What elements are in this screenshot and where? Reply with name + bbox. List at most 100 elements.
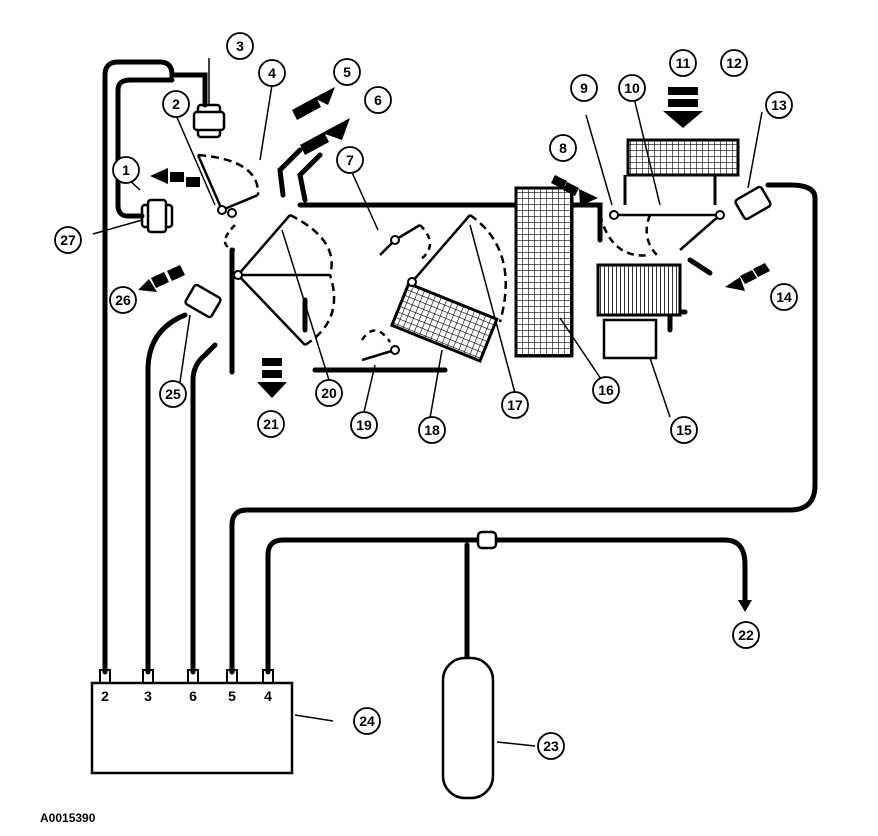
- callout-circle: [54, 226, 82, 254]
- evaporator-core: [596, 263, 682, 360]
- callout-number: 14: [776, 289, 792, 305]
- callout-circle: [669, 49, 697, 77]
- callout-22: 22: [732, 621, 760, 649]
- heater-core: [514, 186, 574, 358]
- callout-number: 10: [624, 80, 640, 96]
- callout-9: 9: [570, 74, 598, 102]
- filter-duct: [623, 175, 717, 205]
- port-label-6: 6: [189, 688, 197, 704]
- callout-number: 1: [122, 162, 130, 178]
- callout-3: 3: [226, 32, 254, 60]
- vacuum-actuators: [140, 103, 772, 319]
- callout-circle: [226, 32, 254, 60]
- callout-number: 20: [321, 385, 337, 401]
- callout-17: 17: [501, 391, 529, 419]
- callout-circle: [364, 86, 392, 114]
- callout-circle: [670, 416, 698, 444]
- callout-18: 18: [418, 416, 446, 444]
- callout-14: 14: [770, 283, 798, 311]
- doors: [196, 153, 721, 362]
- callout-8: 8: [549, 134, 577, 162]
- port-label-5: 5: [228, 688, 236, 704]
- callout-circle: [592, 376, 620, 404]
- callout-number: 5: [343, 64, 351, 80]
- port-label-2: 2: [101, 688, 109, 704]
- callout-1: 1: [112, 156, 140, 184]
- callout-25: 25: [159, 380, 187, 408]
- callout-number: 13: [771, 97, 787, 113]
- callout-number: 4: [268, 65, 276, 81]
- recirc-filter: [626, 138, 740, 177]
- callout-number: 9: [580, 80, 588, 96]
- callout-circle: [336, 146, 364, 174]
- callout-23: 23: [537, 732, 565, 760]
- callout-number: 21: [263, 416, 279, 432]
- callout-circle: [353, 707, 381, 735]
- callout-circle: [258, 59, 286, 87]
- control-unit: [90, 681, 294, 775]
- port-nipples: [99, 669, 274, 683]
- callout-circle: [537, 732, 565, 760]
- callout-number: 16: [598, 382, 614, 398]
- callout-circle: [618, 74, 646, 102]
- callout-circle: [109, 286, 137, 314]
- leader-lines: [92, 58, 763, 747]
- callout-number: 12: [726, 55, 742, 71]
- callout-circle: [418, 416, 446, 444]
- callout-number: 11: [676, 55, 691, 71]
- callout-13: 13: [765, 91, 793, 119]
- callout-number: 24: [359, 713, 375, 729]
- callout-circle: [549, 134, 577, 162]
- restrictor: [476, 530, 498, 550]
- callout-circle: [570, 74, 598, 102]
- airflow-arrows: [138, 87, 770, 612]
- callout-circle: [770, 283, 798, 311]
- callout-20: 20: [315, 379, 343, 407]
- callout-6: 6: [364, 86, 392, 114]
- port-label-4: 4: [264, 688, 272, 704]
- callout-circle: [162, 90, 190, 118]
- callout-21: 21: [257, 410, 285, 438]
- callout-number: 3: [236, 38, 244, 54]
- callout-number: 17: [507, 397, 523, 413]
- callout-5: 5: [333, 58, 361, 86]
- callout-24: 24: [353, 707, 381, 735]
- port-labels: 2 3 6 5 4: [101, 688, 272, 704]
- callout-circle: [765, 91, 793, 119]
- callout-number: 18: [424, 422, 440, 438]
- callout-15: 15: [670, 416, 698, 444]
- callout-4: 4: [258, 59, 286, 87]
- callout-2: 2: [162, 90, 190, 118]
- callout-26: 26: [109, 286, 137, 314]
- callout-number: 23: [543, 738, 559, 754]
- tilted-heater: [389, 281, 499, 363]
- callout-number: 6: [374, 92, 382, 108]
- callout-12: 12: [720, 49, 748, 77]
- callout-circle: [315, 379, 343, 407]
- callout-7: 7: [336, 146, 364, 174]
- callout-number: 25: [165, 386, 181, 402]
- callout-circle: [257, 410, 285, 438]
- port-label-3: 3: [144, 688, 152, 704]
- callout-number: 27: [60, 232, 76, 248]
- vacuum-hoses: [102, 59, 818, 675]
- callout-circle: [333, 58, 361, 86]
- callout-19: 19: [350, 411, 378, 439]
- callout-number: 26: [115, 292, 131, 308]
- callout-number: 19: [356, 417, 372, 433]
- callout-number: 2: [172, 96, 180, 112]
- callout-number: 22: [738, 627, 754, 643]
- pivot-points: [217, 205, 725, 355]
- callout-number: 7: [346, 152, 354, 168]
- callout-circle: [112, 156, 140, 184]
- figure-id: A0015390: [40, 811, 96, 825]
- callout-circle: [732, 621, 760, 649]
- callout-16: 16: [592, 376, 620, 404]
- callout-number: 15: [676, 422, 692, 438]
- callout-27: 27: [54, 226, 82, 254]
- callout-circle: [720, 49, 748, 77]
- callout-circle: [159, 380, 187, 408]
- vacuum-reservoir: [441, 656, 495, 800]
